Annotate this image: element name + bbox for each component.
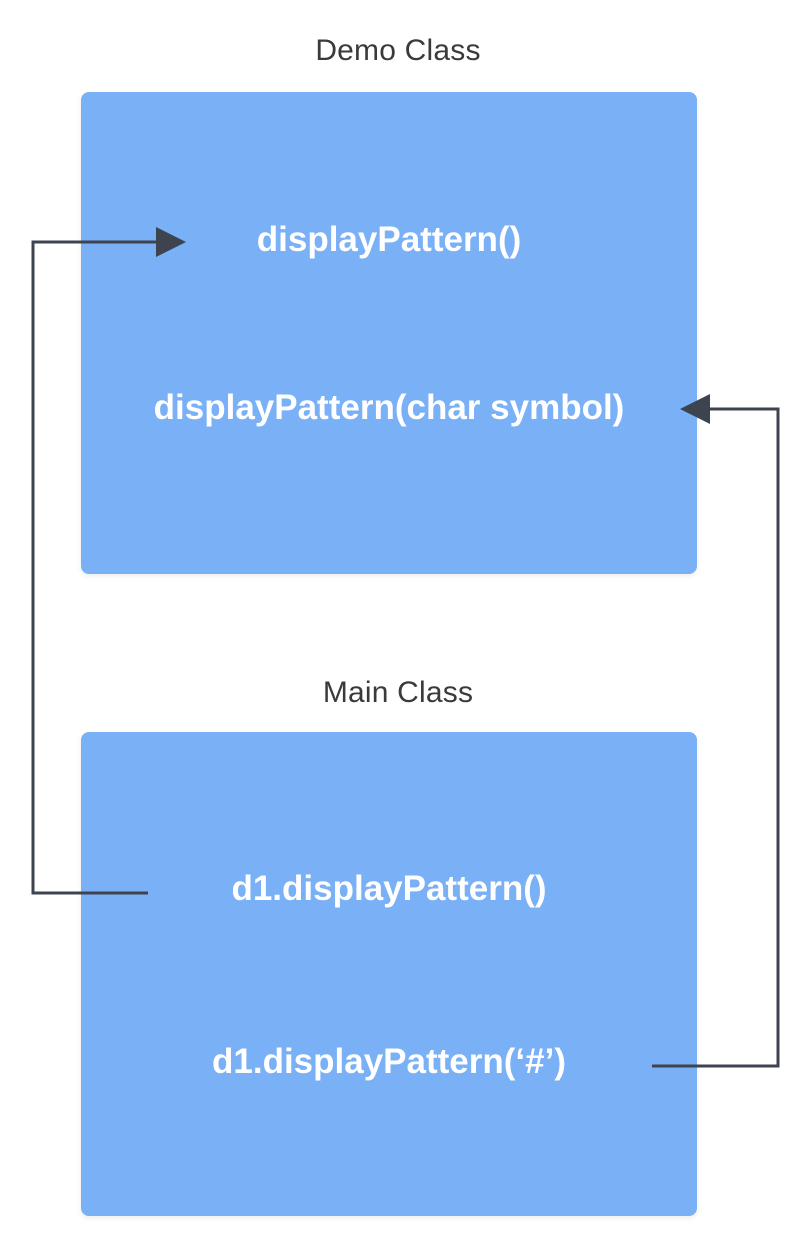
demo-method-display-pattern-char: displayPattern(char symbol) — [153, 388, 625, 427]
main-class-title: Main Class — [322, 676, 474, 709]
main-class-box: d1.displayPattern() d1.displayPattern(‘#… — [81, 732, 697, 1216]
main-call-display-pattern-char: d1.displayPattern(‘#’) — [212, 1042, 566, 1081]
main-call-display-pattern: d1.displayPattern() — [231, 869, 547, 908]
demo-method-display-pattern: displayPattern() — [256, 220, 522, 259]
demo-class-title: Demo Class — [315, 34, 481, 67]
demo-class-box: displayPattern() displayPattern(char sym… — [81, 92, 697, 574]
